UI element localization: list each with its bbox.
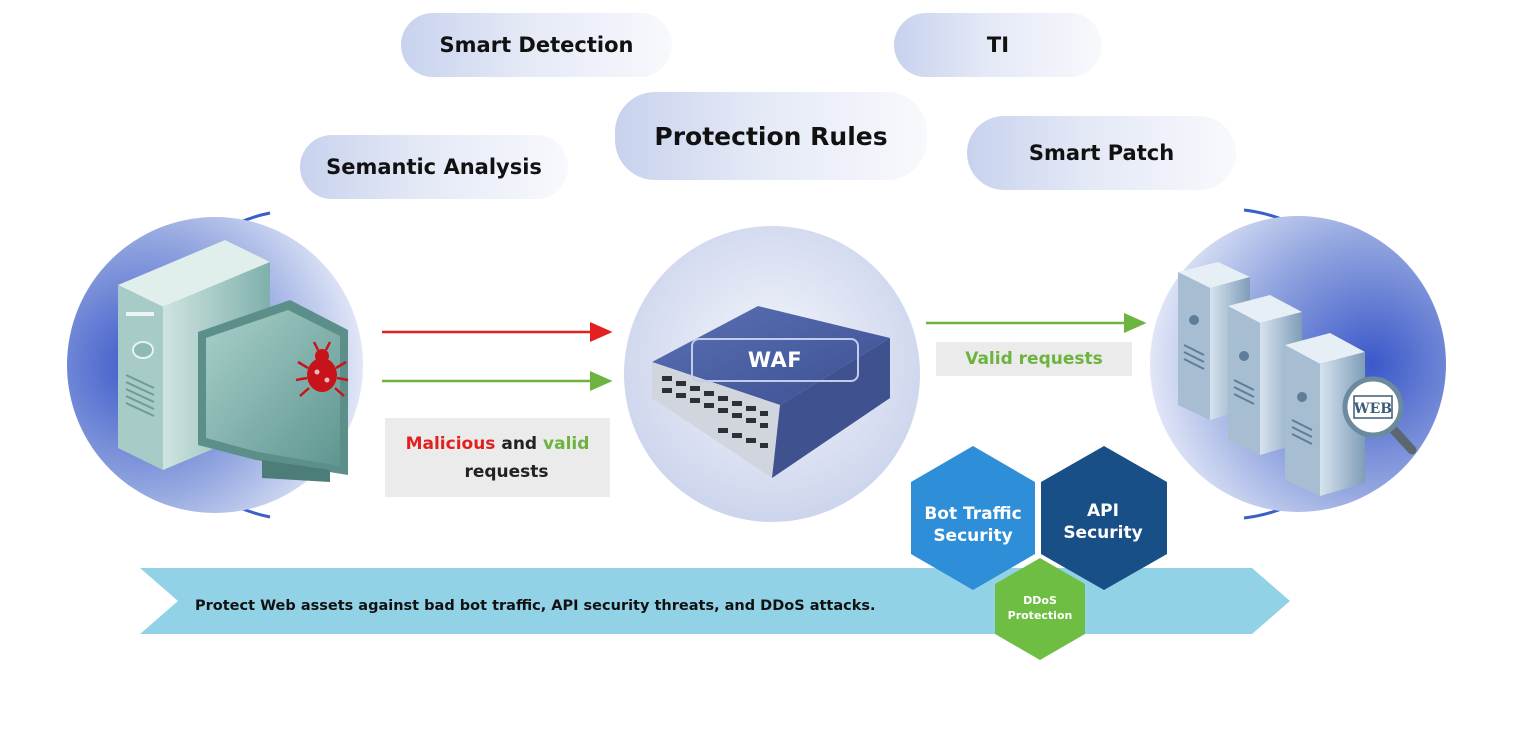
requests-word: requests: [464, 461, 549, 482]
ti-label: TI: [986, 33, 1010, 57]
web-servers-icon: [1178, 262, 1365, 496]
valid-word: valid: [543, 433, 590, 454]
waf-appliance-icon: [652, 306, 890, 478]
ddos-line1: DDoS: [1023, 594, 1057, 607]
web-label: WEB: [1353, 401, 1392, 417]
malicious-valid-caption: Malicious and valid requests: [385, 418, 610, 497]
protection-rules-pill: Protection Rules: [615, 92, 927, 180]
bot-traffic-label: Bot Traffic Security: [912, 500, 1034, 550]
api-line2: Security: [1063, 523, 1143, 543]
client-group: [67, 211, 363, 519]
caption-line1: Malicious and valid: [406, 430, 590, 458]
bot-traffic-hexagon: [911, 446, 1035, 590]
bot-line1: Bot Traffic: [924, 504, 1022, 524]
smart-patch-pill: Smart Patch: [967, 116, 1236, 190]
servers-group: WEB: [1150, 208, 1446, 520]
ddos-hexagon: [995, 558, 1085, 660]
semantic-analysis-label: Semantic Analysis: [326, 155, 542, 179]
ddos-protection-label: DDoS Protection: [995, 588, 1085, 628]
bot-line2: Security: [933, 526, 1013, 546]
protection-rules-label: Protection Rules: [654, 121, 888, 151]
valid-requests-caption: Valid requests: [936, 342, 1132, 376]
smart-patch-label: Smart Patch: [1028, 141, 1175, 165]
bug-icon: [295, 341, 349, 397]
api-security-label: API Security: [1040, 497, 1166, 547]
waf-label: WAF: [747, 348, 803, 372]
ti-pill: TI: [894, 13, 1102, 77]
waf-group: [624, 226, 920, 522]
smart-detection-label: Smart Detection: [439, 33, 634, 57]
smart-detection-pill: Smart Detection: [401, 13, 672, 77]
ddos-line2: Protection: [1007, 609, 1073, 622]
valid-requests-label: Valid requests: [965, 349, 1103, 369]
magnifier-icon: WEB: [1342, 376, 1417, 455]
malicious-word: Malicious: [405, 433, 496, 454]
semantic-analysis-pill: Semantic Analysis: [300, 135, 568, 199]
api-security-hexagon: [1041, 446, 1167, 590]
banner-text: Protect Web assets against bad bot traff…: [195, 598, 876, 614]
and-word: and: [495, 433, 544, 454]
client-computer-icon: [118, 240, 348, 482]
api-line1: API: [1087, 501, 1119, 521]
waf-label-frame: [691, 338, 859, 382]
